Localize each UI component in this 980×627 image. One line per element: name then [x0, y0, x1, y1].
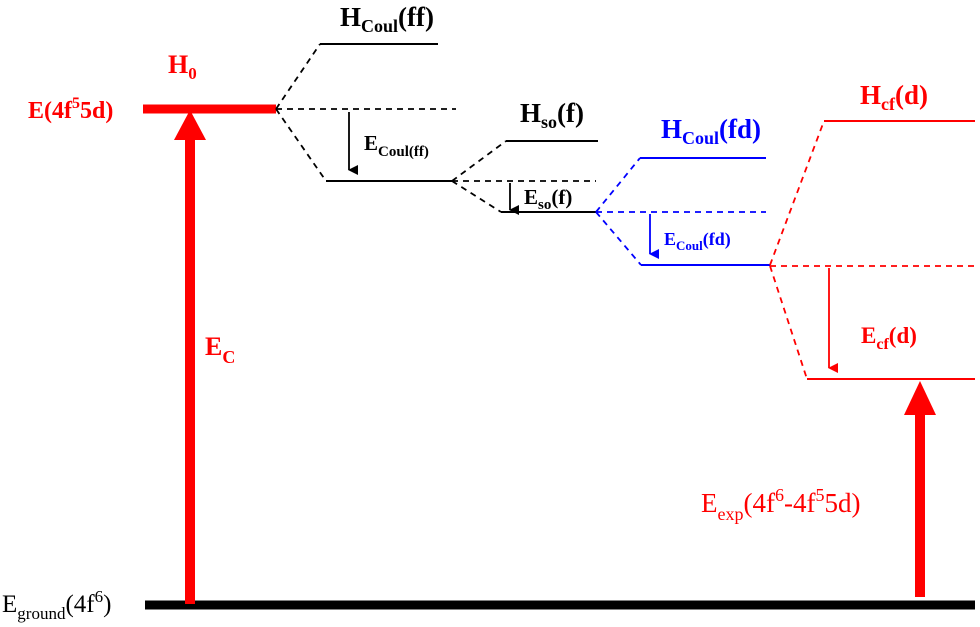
- hso-f-label: Hso(f): [520, 98, 584, 132]
- ec-label: EC: [205, 332, 235, 367]
- ec-arrowhead: [174, 110, 206, 140]
- hso-f-lower-connector: [451, 180, 502, 213]
- hcoul-ff-upper-connector: [275, 43, 321, 110]
- hcf-d-lower-connector: [769, 265, 808, 380]
- eso-f-label: Eso(f): [524, 185, 572, 213]
- hso-f-upper-connector: [451, 140, 507, 182]
- eexp-label: Eexp(4f6-4f55d): [701, 485, 860, 524]
- ecf-d-label: Ecf(d): [861, 323, 917, 353]
- hcf-d-label: Hcf(d): [860, 80, 928, 114]
- hcoul-fd-label: HCoul(fd): [661, 114, 761, 148]
- ecoul-ff-label: ECoul(ff): [364, 131, 429, 160]
- ecoul-fd-label: ECoul(fd): [664, 229, 731, 253]
- excited-configuration-label: E(4f55d): [28, 95, 113, 124]
- h0-label: H0: [168, 50, 197, 83]
- eexp-arrowhead: [904, 381, 936, 415]
- hcoul-ff-lower-connector: [275, 108, 327, 182]
- hcoul-fd-upper-connector: [595, 157, 641, 213]
- hcoul-fd-lower-connector: [595, 211, 642, 266]
- ground-state-label: Eground(4f6): [2, 587, 111, 623]
- hcf-d-upper-connector: [769, 120, 825, 266]
- hcoul-ff-label: HCoul(ff): [340, 2, 434, 36]
